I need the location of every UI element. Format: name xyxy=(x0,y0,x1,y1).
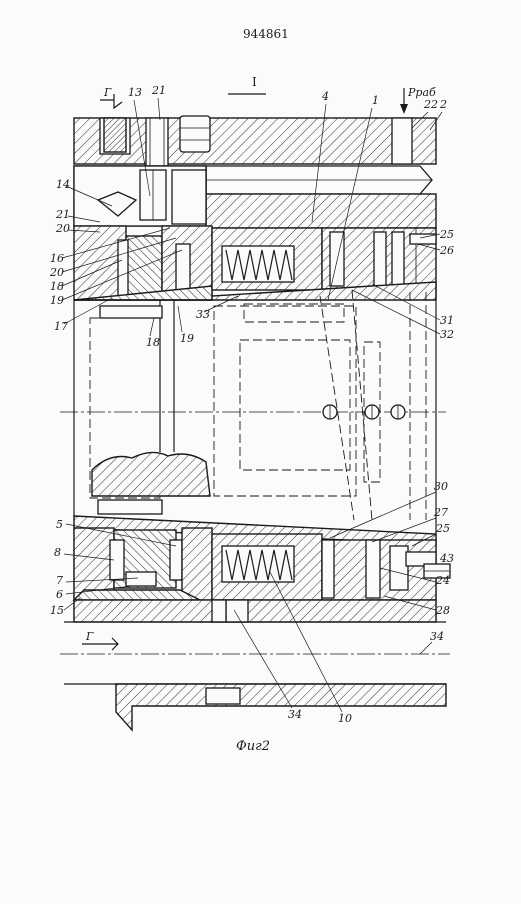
callout-25-bottom: 25 xyxy=(435,522,450,535)
callout-4: 4 xyxy=(321,90,329,103)
callout-22: 22 xyxy=(423,98,438,111)
section-mark: I xyxy=(252,75,257,89)
figure-caption: Фиг2 xyxy=(236,739,270,754)
callout-17: 17 xyxy=(54,320,68,333)
callout-33: 33 xyxy=(196,308,210,321)
callout-labels: 13 21 4 1 22 2 14 21 20 25 26 16 20 18 1… xyxy=(49,84,454,725)
callout-28: 28 xyxy=(435,604,450,617)
callout-34-bottom: 34 xyxy=(288,708,302,721)
lower-wedge-15 xyxy=(72,589,201,601)
callout-13: 13 xyxy=(128,86,142,99)
callout-21-mid: 21 xyxy=(55,208,70,221)
callout-2: 2 xyxy=(439,98,447,111)
callout-1: 1 xyxy=(372,94,379,107)
callout-5: 5 xyxy=(56,518,63,531)
callout-21-top: 21 xyxy=(151,84,166,97)
callout-16: 16 xyxy=(50,252,64,265)
upper-wedge-assembly xyxy=(73,225,437,301)
cut-mark-top: Г xyxy=(103,86,112,99)
load-label: Pраб xyxy=(407,86,436,99)
callout-18-a: 18 xyxy=(50,280,64,293)
lower-base xyxy=(115,683,447,732)
base-plate xyxy=(73,599,437,623)
callout-20-a: 20 xyxy=(55,222,70,235)
cut-mark-bottom: Г xyxy=(85,630,94,643)
callout-26: 26 xyxy=(439,244,454,257)
callout-15: 15 xyxy=(50,604,64,617)
callout-32: 32 xyxy=(440,328,454,341)
shaft-34 xyxy=(60,621,450,685)
callout-18-b: 18 xyxy=(146,336,160,349)
callout-19-a: 19 xyxy=(50,294,64,307)
upper-slope-plate xyxy=(74,281,437,301)
callout-8: 8 xyxy=(54,546,61,559)
callout-6: 6 xyxy=(56,588,63,601)
callout-14: 14 xyxy=(56,178,70,191)
callout-25-top: 25 xyxy=(439,228,454,241)
callout-20-b: 20 xyxy=(49,266,64,279)
upper-housing xyxy=(73,165,437,229)
callout-43: 43 xyxy=(439,552,454,565)
page-number: 944861 xyxy=(243,27,289,41)
callout-27: 27 xyxy=(433,506,448,519)
callout-34-right: 34 xyxy=(430,630,444,643)
callout-10: 10 xyxy=(338,712,352,725)
callout-7: 7 xyxy=(56,574,63,587)
callout-19-b: 19 xyxy=(180,332,194,345)
broken-section-cap xyxy=(91,451,211,497)
callout-30: 30 xyxy=(434,480,448,493)
callout-31: 31 xyxy=(440,314,454,327)
callout-24: 24 xyxy=(435,574,450,587)
